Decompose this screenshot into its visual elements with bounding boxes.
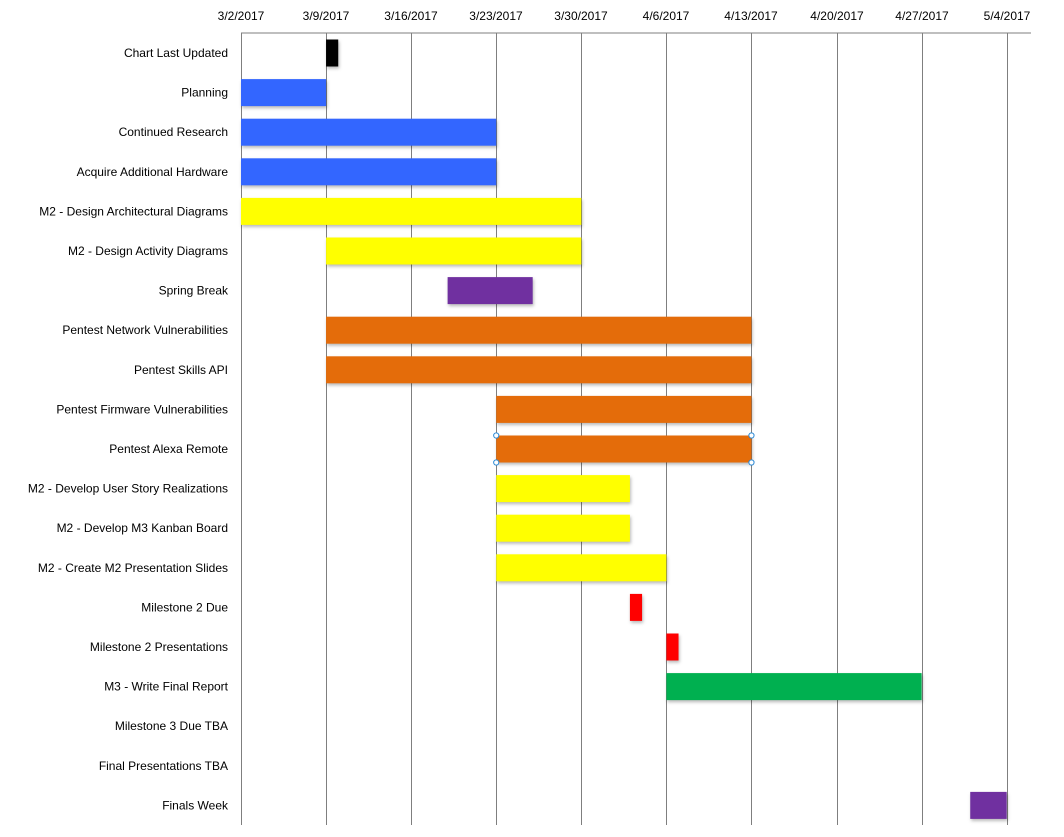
task-label: Planning <box>181 86 228 100</box>
selection-handle[interactable] <box>748 432 755 439</box>
task-label: Chart Last Updated <box>124 46 228 60</box>
selection-handle[interactable] <box>748 459 755 466</box>
x-tick-label: 4/13/2017 <box>724 9 778 23</box>
task-bar[interactable] <box>970 791 1007 819</box>
task-bar[interactable] <box>496 475 630 503</box>
selection-handles <box>493 432 755 466</box>
task-bar[interactable] <box>496 395 752 423</box>
task-label: Finals Week <box>162 798 229 812</box>
task-bar[interactable] <box>326 237 582 265</box>
task-bar[interactable] <box>447 277 533 305</box>
task-label: Continued Research <box>119 125 228 139</box>
task-bar[interactable] <box>496 435 752 463</box>
task-label: Spring Break <box>159 284 229 298</box>
task-label: Acquire Additional Hardware <box>77 165 229 179</box>
task-bar[interactable] <box>241 79 327 107</box>
task-label: M2 - Design Architectural Diagrams <box>39 204 228 218</box>
task-label: M3 - Write Final Report <box>104 680 228 694</box>
x-tick-label: 3/23/2017 <box>469 9 523 23</box>
task-bar[interactable] <box>496 554 667 582</box>
task-label: Pentest Firmware Vulnerabilities <box>56 402 228 416</box>
x-tick-label: 5/4/2017 <box>984 9 1031 23</box>
task-bar[interactable] <box>666 633 679 661</box>
task-label: Pentest Skills API <box>134 363 228 377</box>
task-bar[interactable] <box>629 593 643 621</box>
task-bar[interactable] <box>496 514 630 542</box>
task-bar[interactable] <box>666 673 922 701</box>
task-bar[interactable] <box>241 197 582 225</box>
task-bars <box>241 39 1007 819</box>
task-bar[interactable] <box>326 39 339 67</box>
task-label: M2 - Design Activity Diagrams <box>68 244 228 258</box>
task-label: M2 - Create M2 Presentation Slides <box>38 561 228 575</box>
task-label: Milestone 3 Due TBA <box>115 719 228 733</box>
task-bar[interactable] <box>241 118 497 146</box>
x-tick-label: 3/2/2017 <box>218 9 265 23</box>
task-bar[interactable] <box>326 316 752 344</box>
task-label: Milestone 2 Due <box>141 600 228 614</box>
selection-handle[interactable] <box>493 459 500 466</box>
selection-handle[interactable] <box>493 432 500 439</box>
x-tick-label: 3/16/2017 <box>384 9 438 23</box>
task-label: Milestone 2 Presentations <box>90 640 228 654</box>
x-tick-label: 3/9/2017 <box>303 9 350 23</box>
task-label: Pentest Alexa Remote <box>109 442 228 456</box>
gridlines <box>241 32 1031 825</box>
x-tick-label: 3/30/2017 <box>554 9 608 23</box>
task-label: M2 - Develop M3 Kanban Board <box>57 521 228 535</box>
task-bar[interactable] <box>326 356 752 384</box>
x-tick-label: 4/27/2017 <box>895 9 949 23</box>
task-label: M2 - Develop User Story Realizations <box>28 482 228 496</box>
x-tick-label: 4/20/2017 <box>810 9 864 23</box>
x-tick-label: 4/6/2017 <box>643 9 690 23</box>
task-label: Final Presentations TBA <box>99 759 228 773</box>
task-bar[interactable] <box>241 158 497 186</box>
task-label: Pentest Network Vulnerabilities <box>62 323 228 337</box>
date-axis: 3/2/2017 3/9/2017 3/16/2017 3/23/2017 3/30/2… <box>218 9 1031 23</box>
